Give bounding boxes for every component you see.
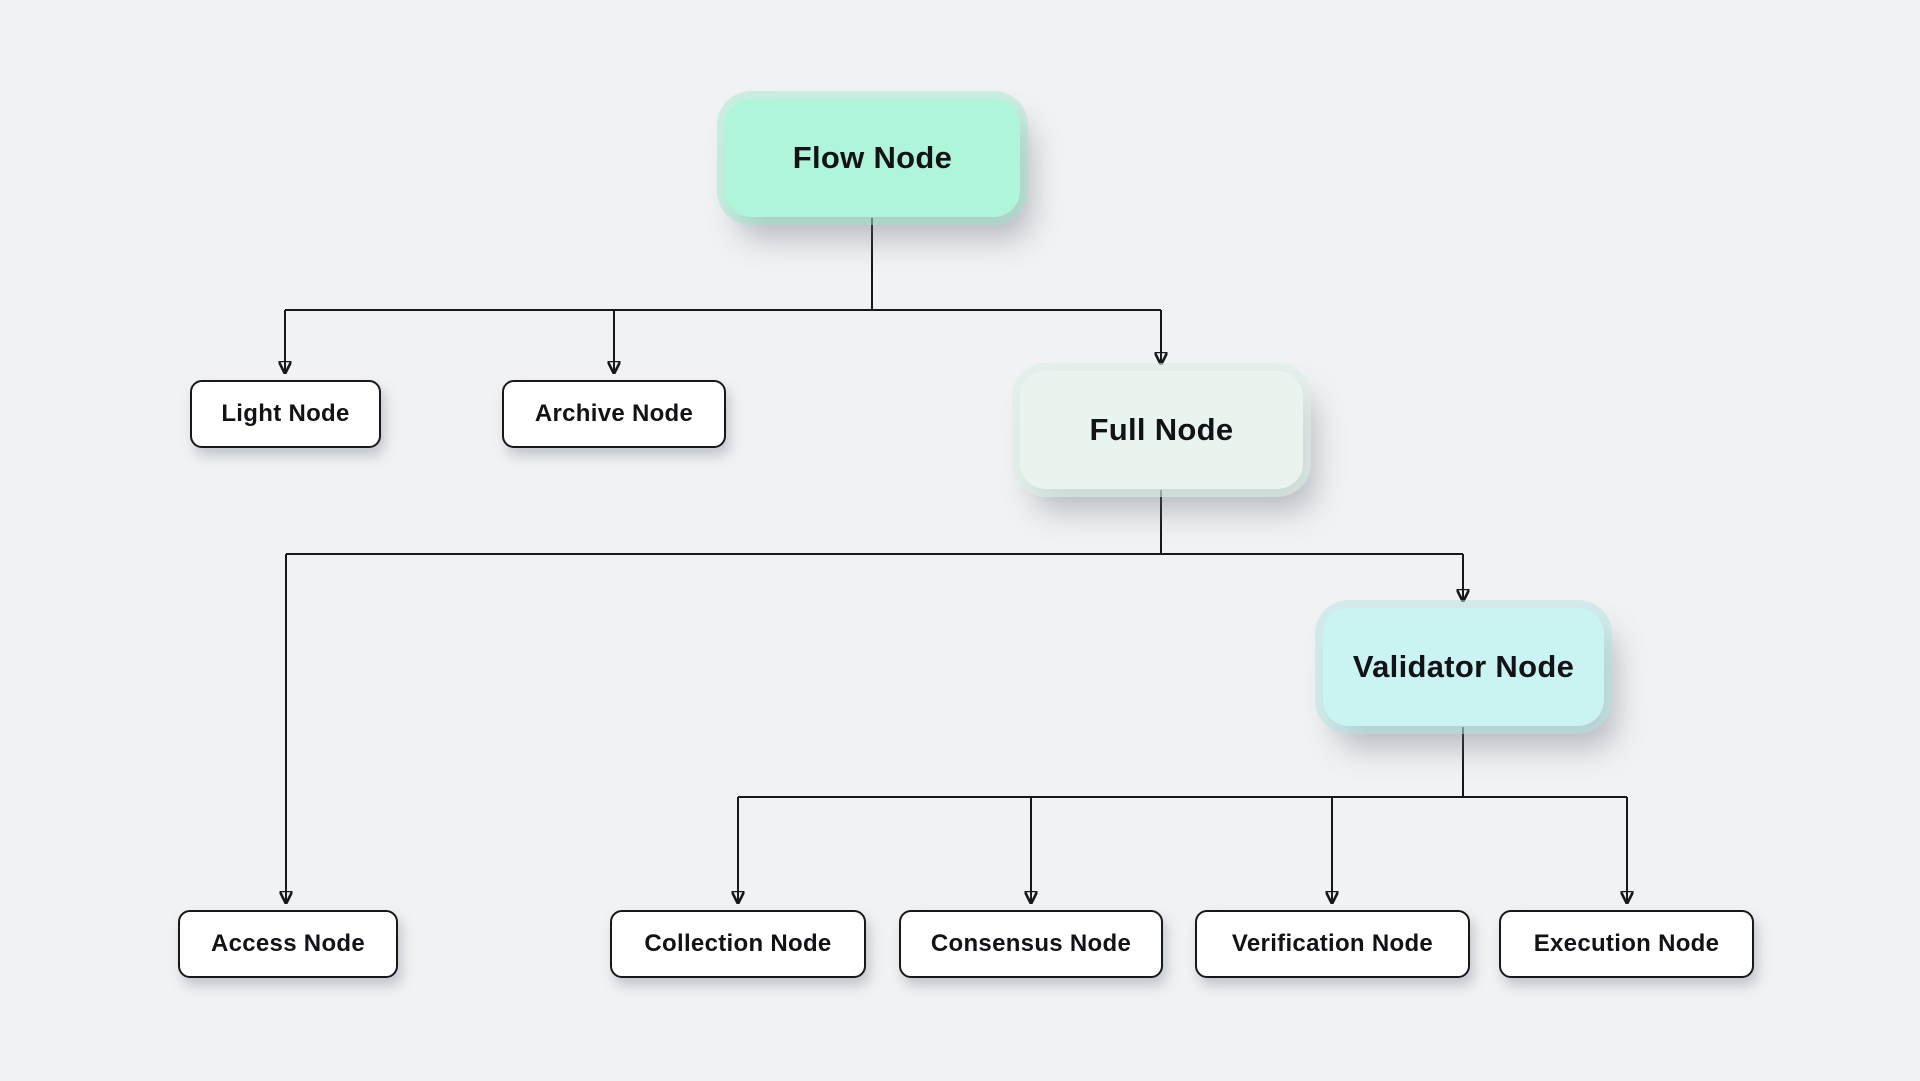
archive-node-box: Archive Node [502, 380, 726, 448]
collection-node-box: Collection Node [610, 910, 866, 978]
verification-node-box: Verification Node [1195, 910, 1470, 978]
execution-node-label: Execution Node [1533, 930, 1720, 957]
archive-node-label: Archive Node [534, 400, 694, 427]
consensus-node-label: Consensus Node [930, 930, 1132, 957]
access-node-box: Access Node [178, 910, 398, 978]
validator-node-label: Validator Node [1352, 649, 1575, 684]
edge-full-to-children [286, 490, 1463, 902]
light-node-box: Light Node [190, 380, 381, 448]
full-node-box: Full Node [1020, 371, 1303, 489]
edge-flow-to-children [285, 218, 1161, 372]
full-node-label: Full Node [1089, 412, 1234, 447]
light-node-label: Light Node [221, 400, 350, 427]
flow-node-box: Flow Node [725, 99, 1020, 217]
collection-node-label: Collection Node [644, 930, 832, 957]
validator-node-box: Validator Node [1323, 608, 1604, 726]
execution-node-box: Execution Node [1499, 910, 1754, 978]
flow-node-label: Flow Node [792, 140, 953, 175]
verification-node-label: Verification Node [1231, 930, 1434, 957]
edge-validator-to-children [738, 727, 1627, 902]
access-node-label: Access Node [210, 930, 366, 957]
consensus-node-box: Consensus Node [899, 910, 1163, 978]
